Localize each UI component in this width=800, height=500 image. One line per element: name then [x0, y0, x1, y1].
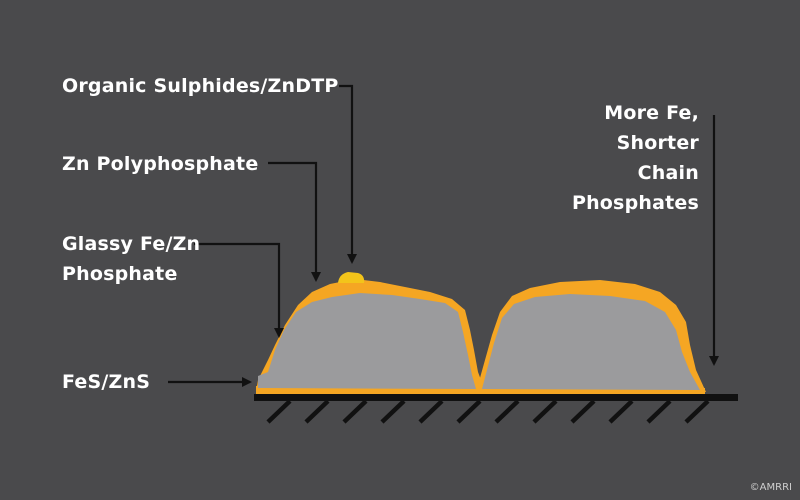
- label-more-fe-line2: Shorter: [616, 132, 699, 154]
- label-zn-polyphosphate-text: Zn Polyphosphate: [62, 153, 259, 175]
- label-more-fe-line3: Chain: [637, 162, 699, 184]
- label-glassy-line1: Glassy Fe/Zn: [62, 233, 201, 255]
- substrate-hatching: [266, 399, 710, 424]
- label-more-fe: More Fe, Shorter Chain Phosphates: [572, 98, 699, 218]
- label-glassy-line2: Phosphate: [62, 263, 178, 285]
- label-zn-polyphosphate: Zn Polyphosphate: [62, 149, 258, 179]
- label-more-fe-line1: More Fe,: [604, 102, 699, 124]
- label-fes-zns-text: FeS/ZnS: [62, 371, 151, 393]
- copyright-notice: ©AMRRI: [749, 482, 792, 493]
- label-more-fe-line4: Phosphates: [571, 192, 699, 214]
- arrow-glassy-phosphate: [194, 242, 284, 338]
- substrate-surface: [254, 394, 738, 401]
- arrow-organic-sulphides: [339, 84, 357, 264]
- label-organic-sulphides-text: Organic Sulphides/ZnDTP: [62, 75, 339, 97]
- label-organic-sulphides: Organic Sulphides/ZnDTP: [62, 71, 339, 101]
- zndtp-cap: [338, 272, 365, 283]
- left-pad-gray-core: [258, 293, 476, 389]
- right-pad-gray-core: [482, 294, 700, 390]
- label-glassy-phosphate: Glassy Fe/Zn Phosphate: [62, 229, 200, 289]
- arrow-zn-polyphosphate: [268, 161, 321, 282]
- label-fes-zns: FeS/ZnS: [62, 367, 150, 397]
